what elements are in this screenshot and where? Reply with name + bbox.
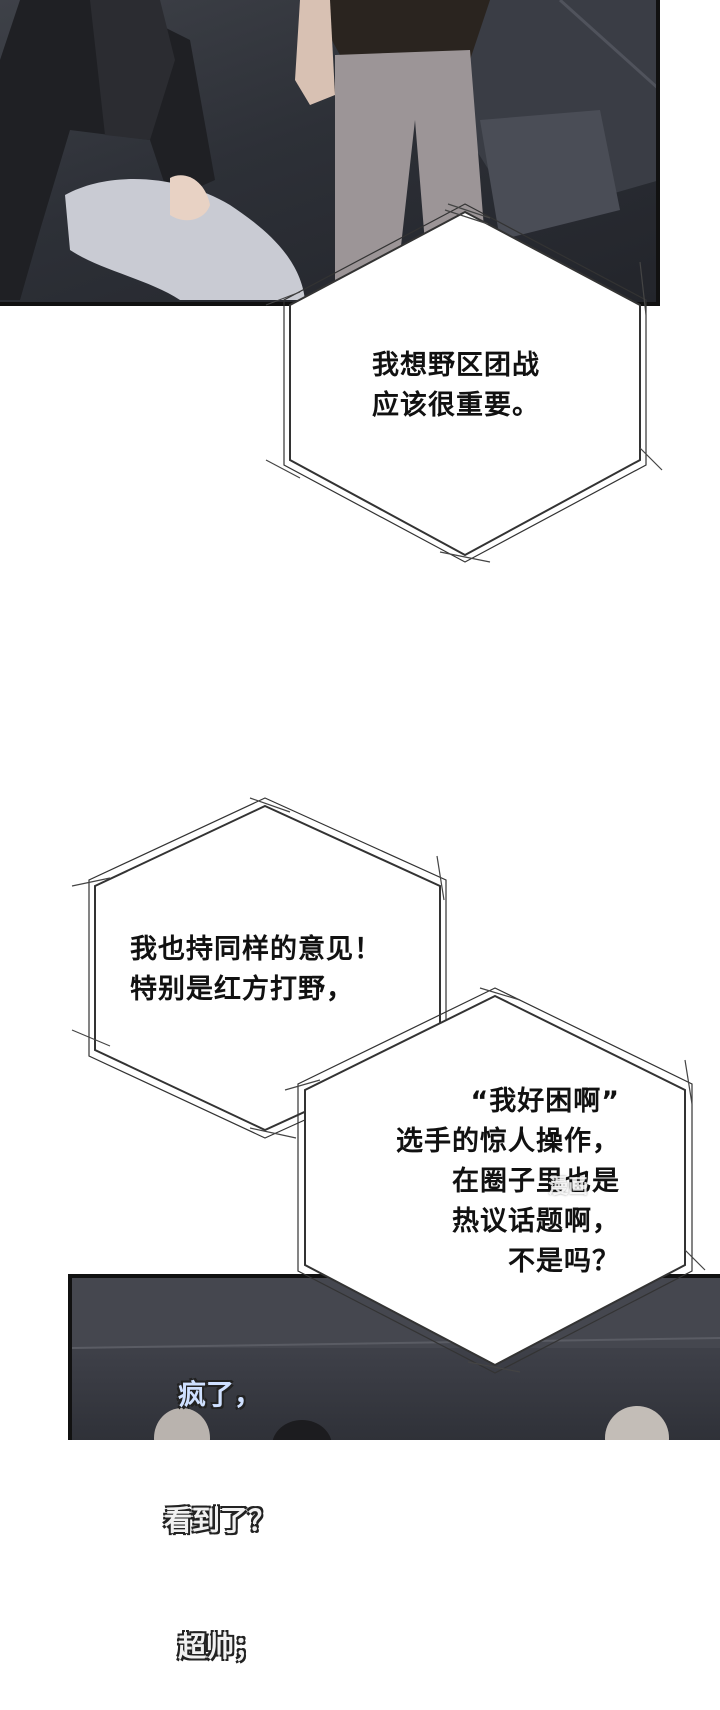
speech-bubble-2-text: 我也持同样的意见！ 特别是红方打野， xyxy=(130,934,382,1005)
watermark: 漫画 xyxy=(548,1174,588,1198)
bubble-3-outline xyxy=(304,994,686,1367)
speech-bubble-outlines xyxy=(71,203,706,1374)
speech-bubble-3-text: “我好困啊” 选手的惊人操作， 在圈子里也是 热议话题啊， 不是吗？ xyxy=(396,1086,620,1277)
speech-bubble-1-text: 我想野区团战 应该很重要。 xyxy=(372,350,540,421)
sfx-text: 疯了， 看到了？ 超帅； xyxy=(150,1290,290,1710)
bubble-2-outline xyxy=(94,804,441,1132)
panel-top-illustration xyxy=(0,0,656,302)
comic-panel-top xyxy=(0,0,660,306)
bubble-1-outline xyxy=(289,210,641,557)
sfx-line-1: 疯了， xyxy=(177,1378,262,1411)
sfx-line-3: 超帅； xyxy=(177,1630,262,1663)
sfx-line-2: 看到了？ xyxy=(163,1504,276,1537)
